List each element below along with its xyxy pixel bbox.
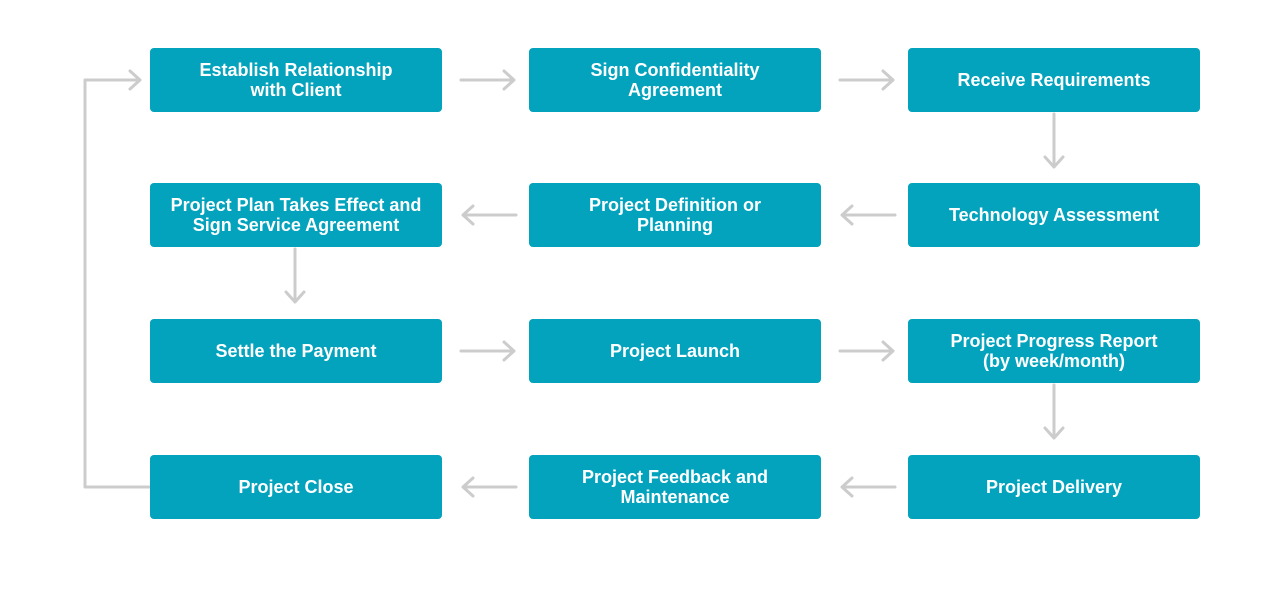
step-progress-report: Project Progress Report (by week/month) — [908, 319, 1200, 383]
step-label: Project Plan Takes Effect and Sign Servi… — [170, 195, 422, 235]
step-label: Project Feedback and Maintenance — [581, 467, 769, 507]
step-label: Sign Confidentiality Agreement — [590, 60, 760, 100]
arrow-step1-to-step2 — [459, 69, 516, 91]
step-project-launch: Project Launch — [529, 319, 821, 383]
step-label: Establish Relationship with Client — [199, 60, 393, 100]
arrow-step6-to-step5 — [840, 204, 897, 226]
step-settle-payment: Settle the Payment — [150, 319, 442, 383]
arrow-step2-to-step3 — [838, 69, 895, 91]
step-sign-confidentiality: Sign Confidentiality Agreement — [529, 48, 821, 112]
step-feedback-maintenance: Project Feedback and Maintenance — [529, 455, 821, 519]
step-project-plan: Project Plan Takes Effect and Sign Servi… — [150, 183, 442, 247]
arrow-step3-to-step6 — [1043, 112, 1065, 169]
step-establish-relationship: Establish Relationship with Client — [150, 48, 442, 112]
arrow-step9-to-step12 — [1043, 383, 1065, 440]
step-label: Project Progress Report (by week/month) — [950, 331, 1158, 371]
arrow-step5-to-step4 — [461, 204, 518, 226]
arrow-step12-to-step11 — [840, 476, 897, 498]
step-project-close: Project Close — [150, 455, 442, 519]
arrow-loop-back-to-start — [83, 69, 152, 489]
step-label: Project Definition or Planning — [588, 195, 761, 235]
step-label: Project Close — [238, 477, 354, 497]
step-label: Settle the Payment — [215, 341, 377, 361]
arrow-step4-to-step7 — [284, 247, 306, 304]
step-receive-requirements: Receive Requirements — [908, 48, 1200, 112]
step-label: Project Launch — [609, 341, 741, 361]
arrow-step8-to-step9 — [838, 340, 895, 362]
step-label: Project Delivery — [985, 477, 1123, 497]
step-project-delivery: Project Delivery — [908, 455, 1200, 519]
arrow-step11-to-step10 — [461, 476, 518, 498]
step-project-definition: Project Definition or Planning — [529, 183, 821, 247]
arrow-step7-to-step8 — [459, 340, 516, 362]
step-technology-assessment: Technology Assessment — [908, 183, 1200, 247]
step-label: Receive Requirements — [957, 70, 1151, 90]
step-label: Technology Assessment — [948, 205, 1160, 225]
